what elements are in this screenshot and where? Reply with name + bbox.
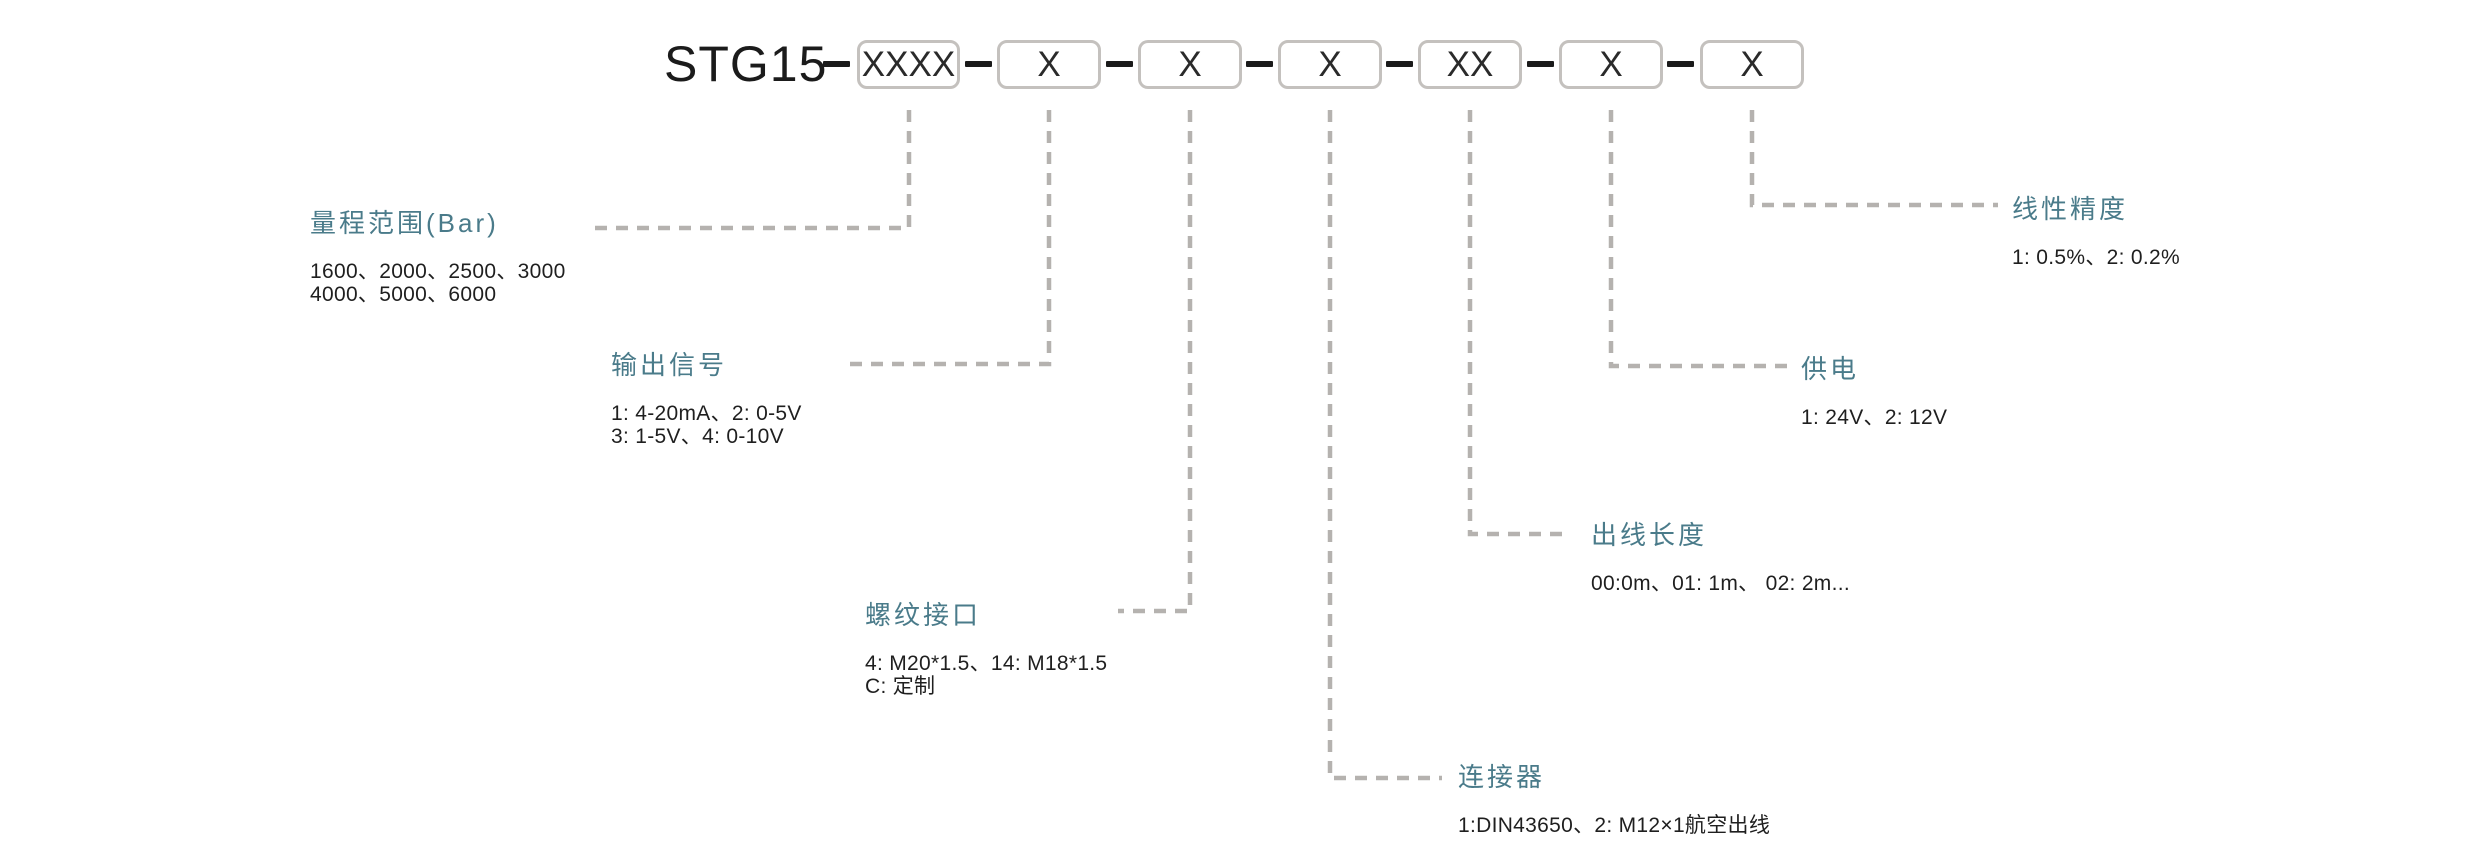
section-value-line: 1: 24V、2: 12V — [1801, 406, 1948, 429]
section-values: 1600、2000、2500、3000 4000、5000、6000 — [310, 260, 566, 306]
code-box-range: XXXX — [857, 40, 960, 89]
code-box-thread: X — [1138, 40, 1242, 89]
section-title: 出线长度 — [1591, 520, 1708, 550]
connector-line-connector — [1327, 110, 1442, 781]
code-box-label: X — [1318, 44, 1342, 84]
code-box-output: X — [997, 40, 1101, 89]
dash-separator — [965, 61, 992, 67]
connector-line-power — [1608, 110, 1792, 369]
code-box-power: X — [1559, 40, 1663, 89]
connector-line-accuracy — [1749, 110, 1998, 208]
section-value-line: 00:0m、01: 1m、 02: 2m... — [1591, 572, 1851, 595]
dash-separator — [1246, 61, 1273, 67]
code-box-accuracy: X — [1700, 40, 1804, 89]
section-title: 连接器 — [1458, 762, 1546, 792]
section-pressure-range: 量程范围(Bar) 1600、2000、2500、3000 4000、5000、… — [310, 206, 566, 306]
dash-separator — [1667, 61, 1694, 67]
connector-line-thread — [1118, 110, 1193, 614]
section-value-line: 4000、5000、6000 — [310, 283, 497, 306]
section-power-supply: 供电 1: 24V、2: 12V — [1801, 352, 1947, 429]
section-value-line: 1:DIN43650、2: M12×1航空出线 — [1458, 814, 1771, 837]
dash-separator — [823, 61, 850, 67]
code-box-label: XX — [1446, 44, 1494, 84]
section-title: 螺纹接口 — [865, 600, 982, 630]
section-value-line: 1: 0.5%、2: 0.2% — [2012, 246, 2180, 269]
section-value-line: 4: M20*1.5、14: M18*1.5 — [865, 652, 1108, 675]
section-value-line: C: 定制 — [865, 675, 936, 698]
section-title: 供电 — [1801, 354, 1860, 384]
section-output-signal: 输出信号 1: 4-20mA、2: 0-5V 3: 1-5V、4: 0-10V — [611, 348, 802, 448]
code-box-connector: X — [1278, 40, 1382, 89]
dash-separator — [1386, 61, 1413, 67]
dash-separator — [1527, 61, 1554, 67]
section-values: 00:0m、01: 1m、 02: 2m... — [1591, 572, 1850, 595]
code-box-label: X — [1599, 44, 1623, 84]
code-box-label: X — [1178, 44, 1202, 84]
section-title: 线性精度 — [2012, 194, 2129, 224]
model-prefix: STG15 — [664, 36, 828, 92]
code-box-label: X — [1740, 44, 1764, 84]
section-cable-length: 出线长度 00:0m、01: 1m、 02: 2m... — [1591, 518, 1850, 595]
section-title: 输出信号 — [611, 350, 728, 380]
connector-line-output — [843, 110, 1052, 367]
connector-line-cable — [1467, 110, 1568, 537]
section-title: 量程范围(Bar) — [310, 208, 499, 238]
section-value-line: 1600、2000、2500、3000 — [310, 260, 566, 283]
dash-separator — [1106, 61, 1133, 67]
section-values: 1: 4-20mA、2: 0-5V 3: 1-5V、4: 0-10V — [611, 402, 802, 448]
section-thread-interface: 螺纹接口 4: M20*1.5、14: M18*1.5 C: 定制 — [865, 598, 1107, 698]
section-values: 1:DIN43650、2: M12×1航空出线 — [1458, 814, 1770, 837]
code-box-label: X — [1037, 44, 1061, 84]
section-values: 1: 24V、2: 12V — [1801, 406, 1947, 429]
section-linearity-accuracy: 线性精度 1: 0.5%、2: 0.2% — [2012, 192, 2180, 269]
section-value-line: 1: 4-20mA、2: 0-5V — [611, 402, 802, 425]
connector-line-range — [590, 110, 912, 231]
code-box-label: XXXX — [861, 44, 956, 84]
section-values: 4: M20*1.5、14: M18*1.5 C: 定制 — [865, 652, 1107, 698]
section-connector: 连接器 1:DIN43650、2: M12×1航空出线 — [1458, 760, 1770, 837]
section-values: 1: 0.5%、2: 0.2% — [2012, 246, 2180, 269]
section-value-line: 3: 1-5V、4: 0-10V — [611, 425, 784, 448]
code-box-cable-length: XX — [1418, 40, 1522, 89]
